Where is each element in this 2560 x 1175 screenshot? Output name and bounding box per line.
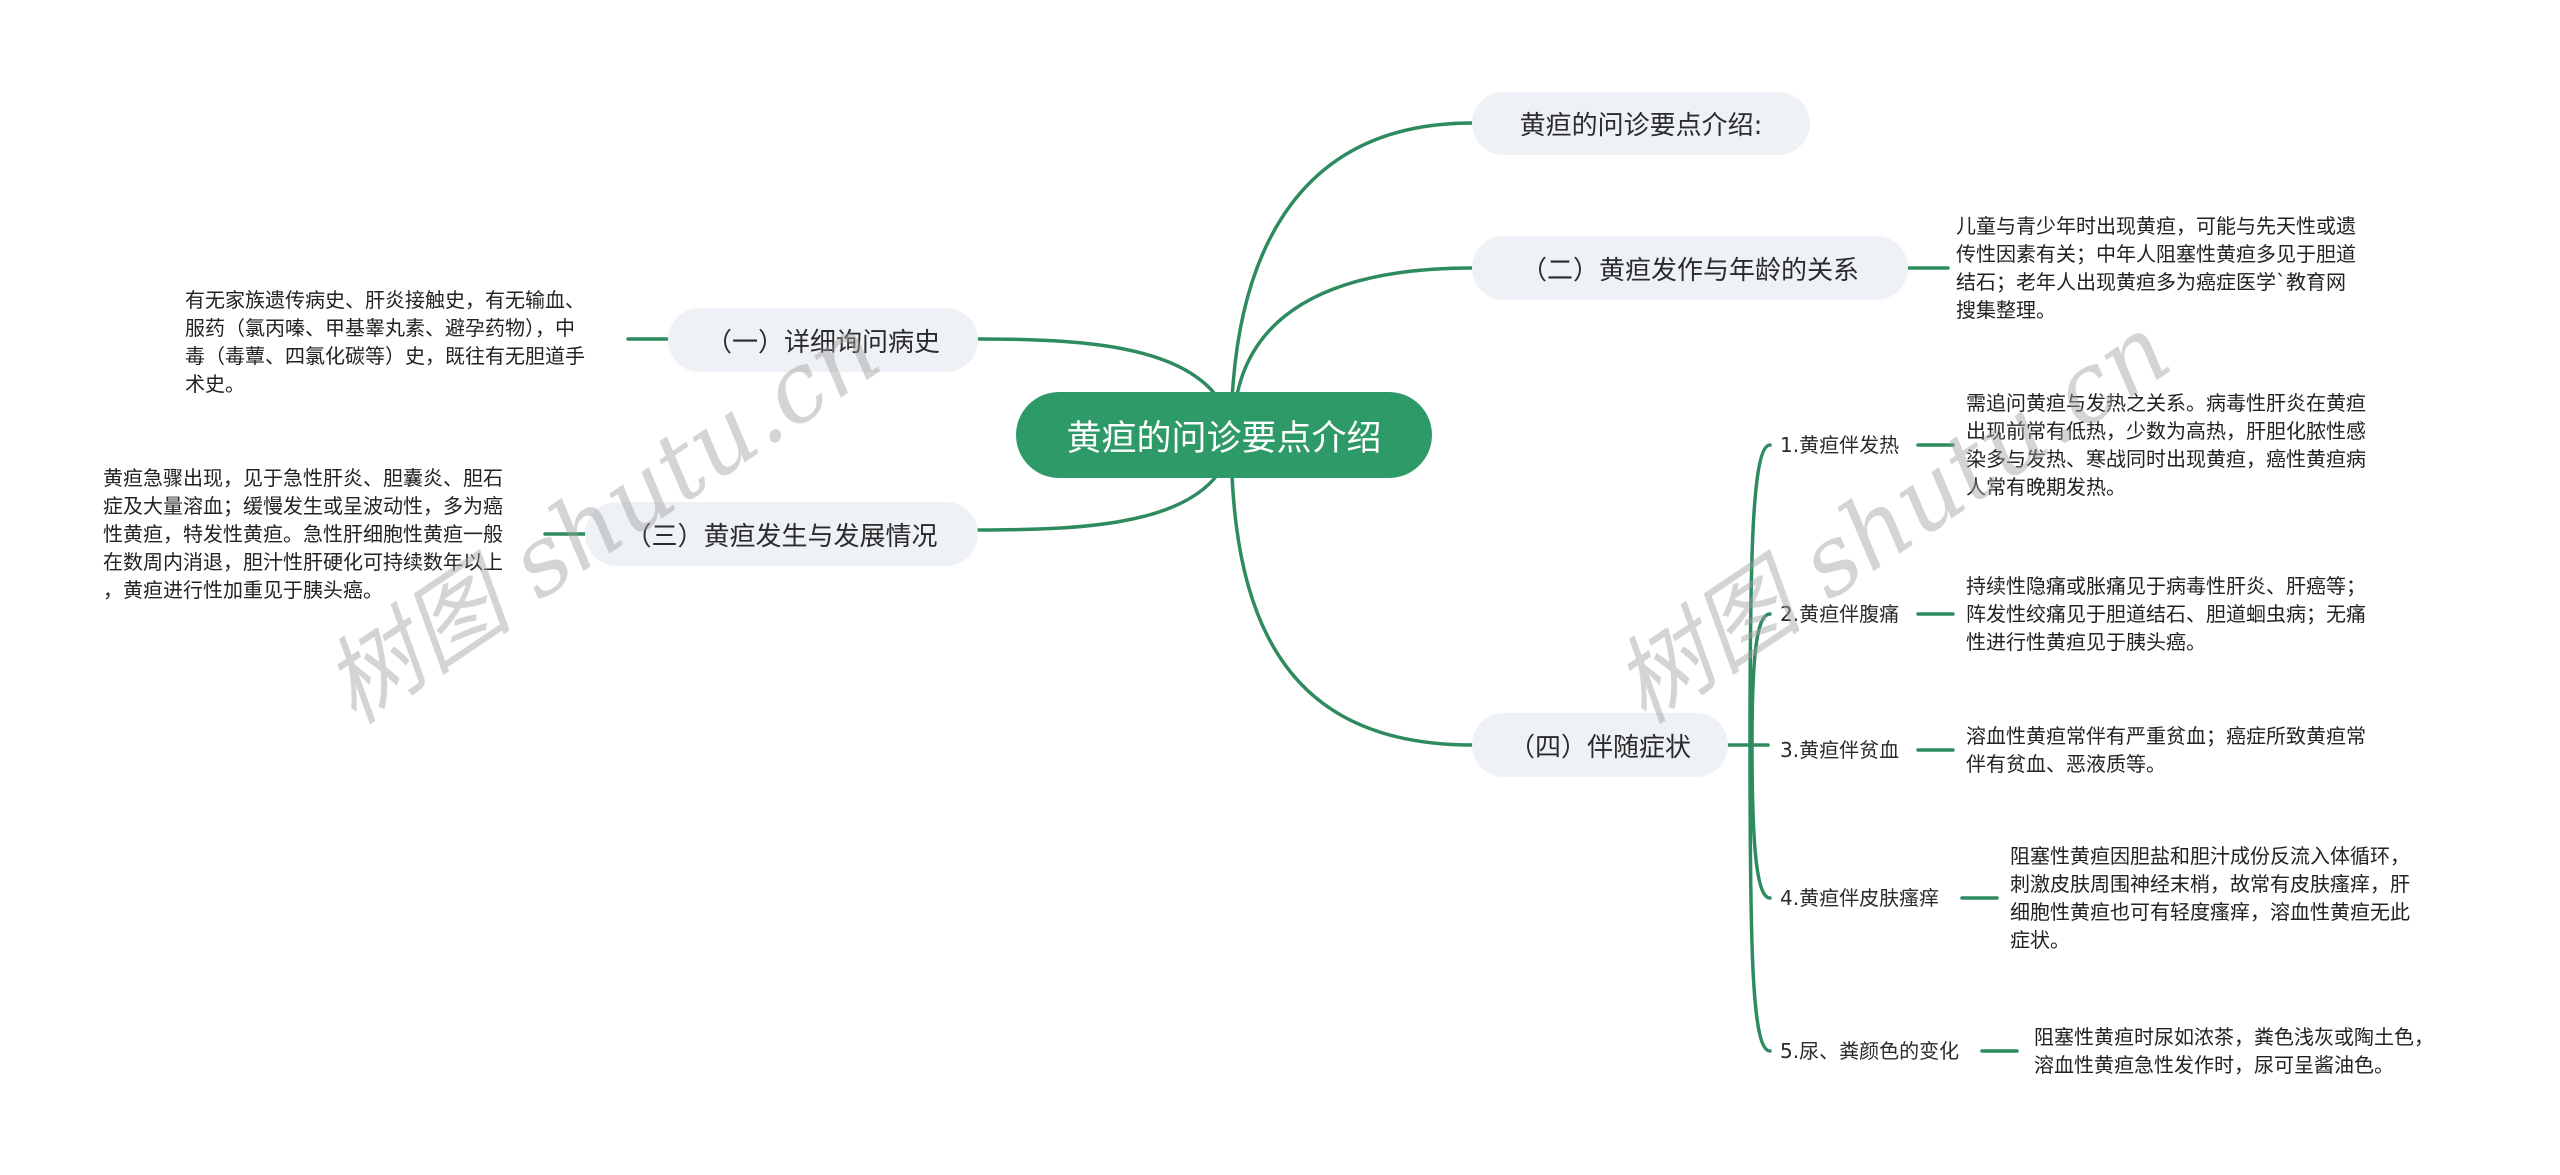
topic-detail-development: 黄疸急骤出现，见于急性肝炎、胆囊炎、胆石 症及大量溶血；缓慢发生或呈波动性，多为…	[103, 464, 543, 604]
topic-node-development[interactable]: （三）黄疸发生与发展情况	[585, 502, 978, 566]
symptom-label: 2.黄疸伴腹痛	[1780, 602, 1900, 626]
detail-line: 细胞性黄疸也可有轻度瘙痒，溶血性黄疸无此	[2010, 900, 2410, 924]
detail-line: 刺激皮肤周围神经末梢，故常有皮肤瘙痒，肝	[2010, 872, 2410, 896]
topic-label: 黄疸的问诊要点介绍:	[1519, 111, 1763, 141]
link-root-topic0	[1230, 121, 1474, 402]
symptom-fever[interactable]: 1.黄疸伴发热	[1780, 431, 1899, 459]
detail-line: 溶血性黄疸常伴有严重贫血；癌症所致黄疸常	[1966, 724, 2366, 748]
detail-line: 人常有晚期发热。	[1966, 475, 2126, 499]
root-node[interactable]: 黄疸的问诊要点介绍	[1016, 392, 1432, 478]
detail-line: 出现前常有低热，少数为高热，肝胆化脓性感	[1966, 419, 2366, 443]
link-sym1	[1748, 443, 1772, 747]
symptom-urine-stool-color[interactable]: 5.尿、粪颜色的变化	[1780, 1037, 1959, 1065]
detail-line: 毒（毒蕈、四氯化碳等）史，既往有无胆道手	[185, 344, 585, 368]
detail-line: 儿童与青少年时出现黄疸，可能与先天性或遗	[1956, 214, 2356, 238]
detail-line: 有无家族遗传病史、肝炎接触史，有无输血、	[185, 288, 585, 312]
topic-node-symptoms[interactable]: （四）伴随症状	[1472, 713, 1728, 777]
detail-line: 伴有贫血、恶液质等。	[1966, 752, 2166, 776]
detail-line: 服药（氯丙嗪、甲基睾丸素、避孕药物），中	[185, 316, 575, 340]
symptom-label: 4.黄疸伴皮肤瘙痒	[1780, 886, 1940, 910]
detail-line: 需追问黄疸与发热之关系。病毒性肝炎在黄疸	[1966, 391, 2366, 415]
link-root-topic3	[976, 472, 1220, 532]
detail-line: 黄疸急骤出现，见于急性肝炎、胆囊炎、胆石	[103, 466, 503, 490]
detail-line: 传性因素有关；中年人阻塞性黄疸多见于胆道	[1956, 242, 2356, 266]
topic-node-age-relation[interactable]: （二）黄疸发作与年龄的关系	[1472, 236, 1908, 300]
topic-detail-age-relation: 儿童与青少年时出现黄疸，可能与先天性或遗 传性因素有关；中年人阻塞性黄疸多见于胆…	[1956, 212, 2416, 324]
detail-line: 在数周内消退，胆汁性肝硬化可持续数年以上	[103, 550, 503, 574]
root-label: 黄疸的问诊要点介绍	[1066, 418, 1382, 459]
detail-line: 性进行性黄疸见于胰头癌。	[1966, 630, 2206, 654]
detail-line: 症状。	[2010, 928, 2070, 952]
link-root-topic1	[976, 337, 1220, 400]
symptom-detail-urine-stool-color: 阻塞性黄疸时尿如浓茶，粪色浅灰或陶土色， 溶血性黄疸急性发作时，尿可呈酱油色。	[2034, 1023, 2514, 1079]
link-root-topic4	[1230, 474, 1474, 747]
detail-line: 阵发性绞痛见于胆道结石、胆道蛔虫病；无痛	[1966, 602, 2366, 626]
topic-node-history[interactable]: （一）详细询问病史	[668, 308, 978, 372]
topic-label: （二）黄疸发作与年龄的关系	[1520, 255, 1859, 286]
symptom-pruritus[interactable]: 4.黄疸伴皮肤瘙痒	[1780, 884, 1939, 912]
symptom-label: 3.黄疸伴贫血	[1780, 738, 1900, 762]
detail-line: 术史。	[185, 372, 245, 396]
symptom-label: 1.黄疸伴发热	[1780, 433, 1900, 457]
link-root-topic2	[1234, 266, 1474, 402]
link-sym2	[1750, 612, 1772, 747]
detail-line: 阻塞性黄疸因胆盐和胆汁成份反流入体循环，	[2010, 844, 2410, 868]
detail-line: 性黄疸，特发性黄疸。急性肝细胞性黄疸一般	[103, 522, 503, 546]
topic-detail-history: 有无家族遗传病史、肝炎接触史，有无输血、 服药（氯丙嗪、甲基睾丸素、避孕药物），…	[185, 286, 625, 398]
detail-line: 持续性隐痛或胀痛见于病毒性肝炎、肝癌等；	[1966, 574, 2366, 598]
detail-line: ，黄疸进行性加重见于胰头癌。	[103, 578, 383, 602]
link-sym5	[1748, 743, 1772, 1053]
symptom-detail-fever: 需追问黄疸与发热之关系。病毒性肝炎在黄疸 出现前常有低热，少数为高热，肝胆化脓性…	[1966, 389, 2426, 501]
symptom-abdominal-pain[interactable]: 2.黄疸伴腹痛	[1780, 600, 1899, 628]
symptom-detail-abdominal-pain: 持续性隐痛或胀痛见于病毒性肝炎、肝癌等； 阵发性绞痛见于胆道结石、胆道蛔虫病；无…	[1966, 572, 2436, 656]
symptom-label: 5.尿、粪颜色的变化	[1780, 1039, 1960, 1063]
detail-line: 结石；老年人出现黄疸多为癌症医学`教育网	[1956, 270, 2346, 294]
detail-line: 症及大量溶血；缓慢发生或呈波动性，多为癌	[103, 494, 503, 518]
link-sym4	[1750, 743, 1772, 900]
topic-label: （三）黄疸发生与发展情况	[625, 521, 938, 552]
topic-label: （四）伴随症状	[1508, 732, 1691, 763]
topic-label: （一）详细询问病史	[705, 327, 940, 358]
topic-node-intro[interactable]: 黄疸的问诊要点介绍:	[1472, 92, 1810, 155]
detail-line: 染多与发热、寒战同时出现黄疸，癌性黄疸病	[1966, 447, 2366, 471]
symptom-detail-pruritus: 阻塞性黄疸因胆盐和胆汁成份反流入体循环， 刺激皮肤周围神经末梢，故常有皮肤瘙痒，…	[2010, 842, 2480, 954]
detail-line: 溶血性黄疸急性发作时，尿可呈酱油色。	[2034, 1053, 2394, 1077]
symptom-detail-anemia: 溶血性黄疸常伴有严重贫血；癌症所致黄疸常 伴有贫血、恶液质等。	[1966, 722, 2426, 778]
detail-line: 搜集整理。	[1956, 298, 2056, 322]
detail-line: 阻塞性黄疸时尿如浓茶，粪色浅灰或陶土色，	[2034, 1025, 2434, 1049]
symptom-anemia[interactable]: 3.黄疸伴贫血	[1780, 736, 1899, 764]
